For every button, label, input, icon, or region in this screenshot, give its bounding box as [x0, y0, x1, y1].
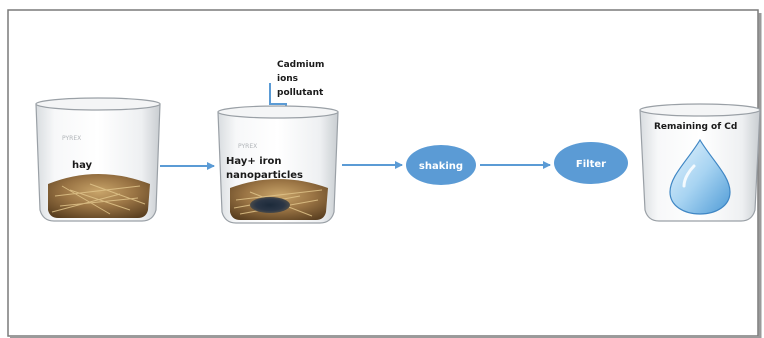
beaker-hay: PYREX hay [36, 98, 160, 221]
node-shaking: shaking [406, 145, 476, 185]
beaker-remaining-cd: Remaining of Cd [640, 104, 760, 221]
node-filter-label: Filter [576, 159, 606, 170]
beaker-rim [640, 104, 760, 116]
node-filter: Filter [554, 142, 628, 184]
beaker-hay-iron: PYREX Hay+ iron nanoparticles [218, 106, 338, 223]
hay-content [48, 174, 150, 218]
beaker-rim [218, 106, 338, 118]
beaker-hay-label: hay [72, 160, 93, 171]
beaker-mark: PYREX [238, 143, 257, 150]
beaker-remaining-cd-label: Remaining of Cd [654, 122, 737, 132]
beaker-mark: PYREX [62, 135, 81, 142]
beaker-rim [36, 98, 160, 110]
node-shaking-label: shaking [419, 161, 463, 172]
iron-nanoparticles [250, 197, 290, 213]
